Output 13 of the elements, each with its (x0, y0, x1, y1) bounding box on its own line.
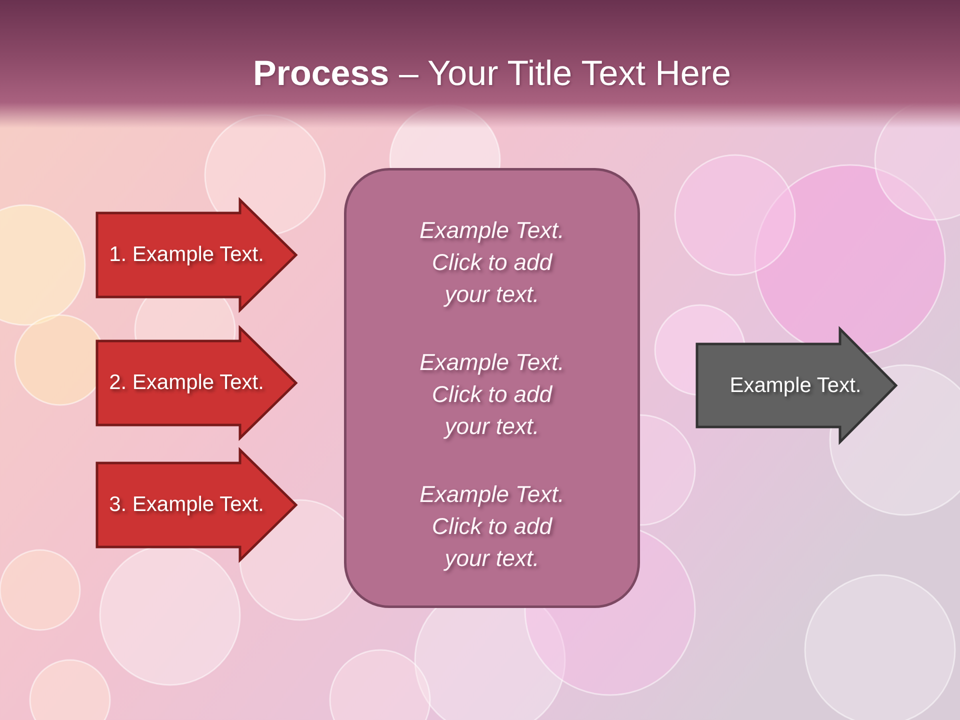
arrow-label: 1. Example Text. (109, 243, 264, 267)
panel-text: Example Text. Click to add your text. (418, 480, 566, 573)
arrow-shape (96, 449, 297, 561)
arrow-shape (696, 328, 897, 443)
panel-text: Example Text. Click to add your text. (418, 216, 566, 309)
slide-title: Process – Your Title Text Here (252, 53, 732, 95)
arrow-shape (96, 327, 297, 439)
arrow-shape (96, 199, 297, 311)
rounded-panel (344, 168, 640, 608)
arrow-label: Example Text. (730, 374, 862, 398)
panel-text: Example Text. Click to add your text. (418, 348, 566, 441)
arrow-label: 3. Example Text. (109, 493, 264, 517)
arrow-label: 2. Example Text. (109, 371, 264, 395)
